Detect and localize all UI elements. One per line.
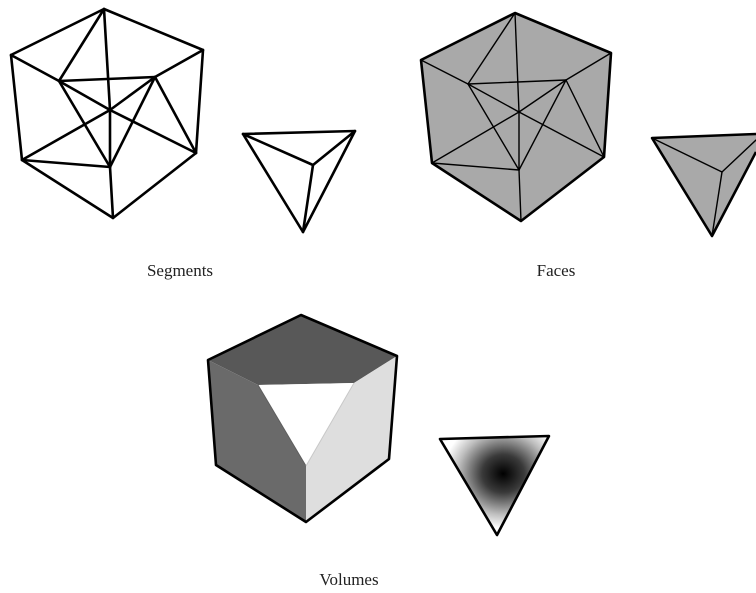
volumes-label: Volumes xyxy=(319,570,378,589)
faces-tetrahedron-shaded xyxy=(652,134,756,236)
faces-panel: Faces xyxy=(421,13,756,280)
volumes-cube-solid xyxy=(208,315,397,522)
faces-label: Faces xyxy=(537,261,576,280)
segments-label: Segments xyxy=(147,261,213,280)
segments-tetrahedron-wireframe xyxy=(243,131,355,232)
volumes-panel: Volumes xyxy=(208,315,549,589)
volumes-tetrahedron-solid xyxy=(440,436,549,535)
segments-panel: Segments xyxy=(11,9,355,280)
faces-cube-shaded xyxy=(421,13,611,221)
segments-cube-wireframe xyxy=(11,9,203,218)
